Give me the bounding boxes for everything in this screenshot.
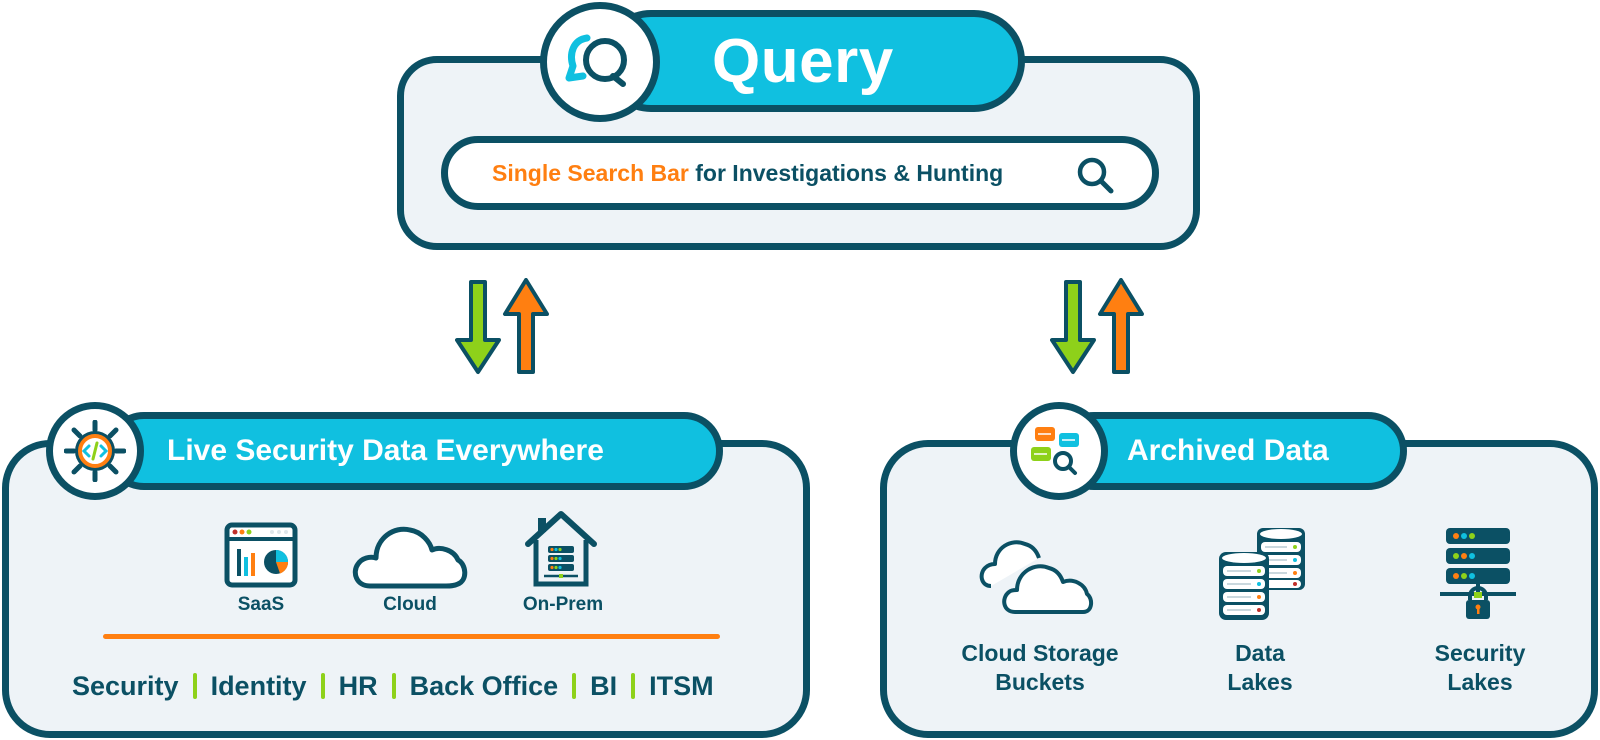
orange-divider — [103, 634, 720, 639]
live-title: Live Security Data Everywhere — [167, 434, 604, 467]
left-connector-arrows — [455, 278, 549, 374]
category-back-office: Back Office — [409, 671, 559, 701]
right-connector-arrows — [1050, 278, 1144, 374]
house-server-icon — [525, 511, 597, 587]
category-separator — [192, 673, 197, 699]
green-down-arrow-icon — [455, 280, 501, 374]
store-label-line2: Buckets — [995, 669, 1085, 695]
store-label-line1: Cloud Storage — [961, 640, 1119, 666]
orange-up-arrow-icon — [503, 278, 549, 374]
search-bar[interactable]: Single Search Bar for Investigations & H… — [441, 136, 1159, 210]
search-rest: for Investigations & Hunting — [688, 159, 1004, 186]
live-title-pill: Live Security Data Everywhere — [105, 412, 723, 490]
query-title-pill: Query — [600, 10, 1025, 112]
category-separator — [572, 673, 577, 699]
search-icon[interactable] — [1076, 156, 1116, 196]
database-icon — [1219, 528, 1305, 620]
store-label-line1: Data — [1235, 640, 1285, 666]
query-title: Query — [712, 26, 894, 96]
category-security: Security — [72, 671, 179, 701]
category-separator — [320, 673, 325, 699]
source-label-cloud: Cloud — [383, 594, 437, 615]
search-highlight: Single Search Bar — [492, 159, 689, 186]
category-bi: BI — [590, 671, 618, 701]
archived-badge — [1010, 402, 1108, 500]
category-identity: Identity — [210, 671, 307, 701]
source-label-saas: SaaS — [237, 594, 285, 615]
store-label-data-lakes: Data Lakes — [1200, 639, 1320, 697]
cloud-storage-icon — [979, 540, 1094, 614]
category-itsm: ITSM — [649, 671, 714, 701]
archived-title-pill: Archived Data — [1055, 412, 1407, 490]
store-label-security-lakes: Security Lakes — [1415, 639, 1545, 697]
category-list: Security Identity HR Back Office BI ITSM — [72, 671, 714, 702]
store-label-line2: Lakes — [1447, 669, 1513, 695]
database-front — [1219, 552, 1269, 620]
category-hr: HR — [338, 671, 378, 701]
code-gear-icon — [64, 420, 126, 482]
source-label-onprem: On-Prem — [522, 594, 604, 615]
query-badge — [540, 2, 660, 122]
category-separator — [631, 673, 636, 699]
chat-search-icon — [565, 34, 627, 87]
green-down-arrow-icon — [1050, 280, 1096, 374]
orange-up-arrow-icon — [1098, 278, 1144, 374]
saas-dashboard-icon — [224, 522, 298, 588]
store-label-cloud-storage: Cloud Storage Buckets — [940, 639, 1140, 697]
live-badge — [46, 402, 144, 500]
secure-server-icon — [1440, 528, 1516, 619]
archived-title: Archived Data — [1127, 434, 1329, 467]
archive-search-icon — [1031, 427, 1079, 475]
store-label-line1: Security — [1434, 640, 1526, 666]
store-label-line2: Lakes — [1227, 669, 1293, 695]
category-separator — [391, 673, 396, 699]
search-bar-text: Single Search Bar for Investigations & H… — [492, 160, 1003, 187]
cloud-icon — [352, 526, 468, 589]
